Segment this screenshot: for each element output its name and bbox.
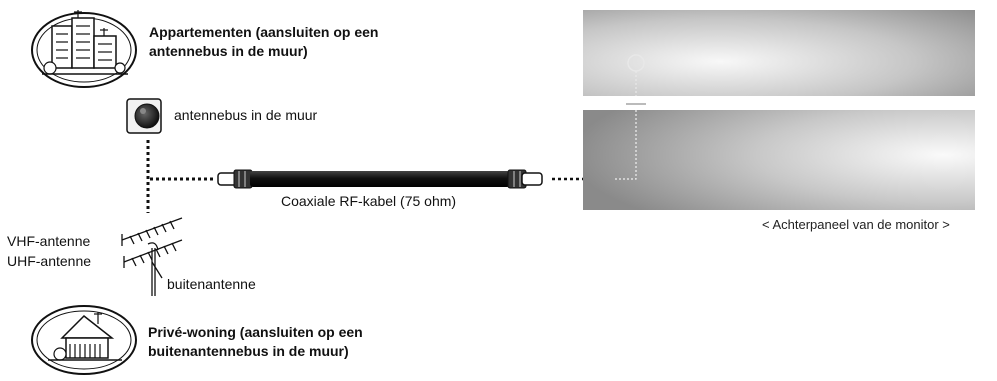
coaxial-cable: [217, 169, 543, 189]
apartment-building-icon: [31, 10, 137, 88]
apartments-title-line-1: Appartementen (aansluiten op een: [149, 24, 379, 40]
wall-socket-icon: [126, 98, 162, 134]
monitor-caption: < Achterpaneel van de monitor >: [762, 217, 950, 232]
uhf-antenna-label: UHF-antenne: [7, 253, 92, 269]
house-title-line-1: Privé-woning (aansluiten op een: [148, 324, 363, 340]
vhf-antenna-label: VHF-antenne: [7, 233, 91, 249]
house-icon: [31, 305, 137, 375]
house-title-line-2: buitenantennebus in de muur): [148, 343, 349, 359]
apartments-title: Appartementen (aansluiten op een antenne…: [149, 23, 378, 61]
wall-socket-label: antennebus in de muur: [174, 107, 318, 123]
apartments-title-line-2: antennebus in de muur): [149, 43, 308, 59]
cable-label: Coaxiale RF-kabel (75 ohm): [281, 193, 457, 209]
house-title: Privé-woning (aansluiten op een buitenan…: [148, 323, 363, 361]
monitor-back-panel: [583, 10, 975, 210]
outdoor-antenna-icon: [121, 217, 183, 296]
outdoor-antenna-label: buitenantenne: [167, 276, 256, 292]
